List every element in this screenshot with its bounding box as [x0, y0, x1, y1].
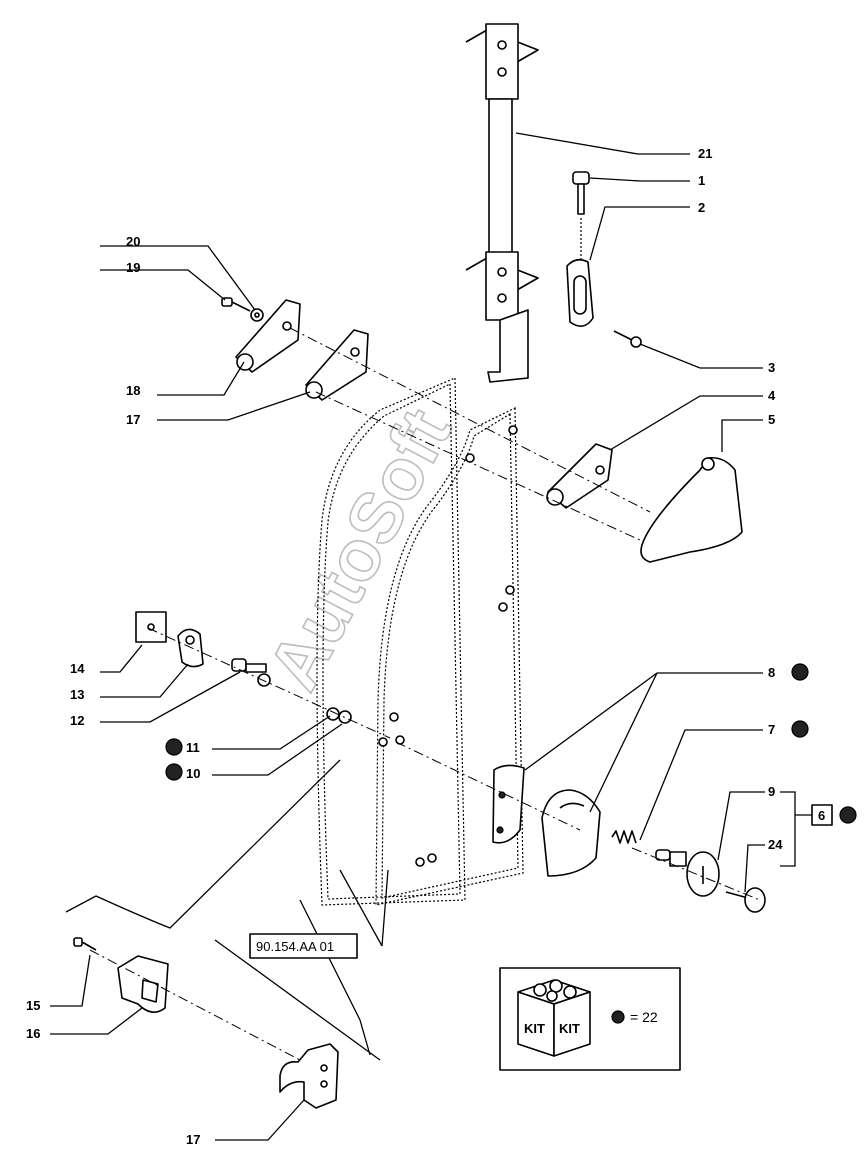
watermark-text: AutoSoft [253, 397, 466, 703]
hinge-plate-19 [235, 299, 301, 373]
catch-13 [177, 628, 204, 668]
leader-lines [50, 132, 812, 1141]
pad-14 [135, 611, 167, 643]
handle-8 [541, 789, 601, 877]
part-label-7: 7 [768, 722, 775, 737]
part-label-9: 9 [768, 784, 775, 799]
kit-legend-dot [611, 1010, 625, 1024]
part-label-6-box: 6 [811, 804, 833, 826]
part-label-8: 8 [768, 665, 775, 680]
part-label-13: 13 [70, 687, 84, 702]
reference-code: 90.154.AA 01 [256, 939, 334, 954]
cab-outline [65, 759, 381, 1061]
bracket-17 [279, 1043, 339, 1109]
part-label-15: 15 [26, 998, 40, 1013]
screw-21 [221, 297, 251, 312]
kit-box-text-right: KIT [559, 1021, 580, 1036]
part-label-11: 11 [186, 740, 200, 755]
washer-10 [338, 710, 352, 724]
part-label-20: 20 [126, 234, 140, 249]
part-labels: 21 1 2 3 4 5 8 7 9 24 20 19 18 17 14 13 … [26, 146, 783, 1147]
part-label-5: 5 [768, 412, 775, 427]
part-label-2: 2 [698, 200, 705, 215]
part-label-1: 1 [698, 173, 705, 188]
part-label-16: 16 [26, 1026, 40, 1041]
kit-marker-10 [165, 763, 183, 781]
kit-markers [165, 663, 857, 824]
part-label-21: 19 [126, 260, 140, 275]
kit-marker-7 [791, 720, 809, 738]
kit-marker-6 [839, 806, 857, 824]
part-label-24: 24 [768, 837, 783, 852]
kit-marker-8 [791, 663, 809, 681]
screw-15 [73, 937, 97, 951]
screw-3 [613, 330, 642, 348]
spring-7 [611, 830, 637, 844]
part-label-17: 17 [186, 1132, 200, 1147]
assembly-axes [89, 327, 761, 1061]
hinge-2 [566, 218, 594, 327]
part-label-14: 14 [70, 661, 85, 676]
kit-box-icon: KIT KIT [517, 979, 591, 1057]
kit-box-text-left: KIT [524, 1021, 545, 1036]
part-label-3: 3 [768, 360, 775, 375]
pin-12 [231, 658, 271, 687]
key-24 [725, 887, 766, 913]
pillar-bracket-23 [465, 23, 539, 383]
reference-code-box: 90.154.AA 01 [249, 933, 358, 959]
handle-plate-8 [492, 764, 525, 844]
lock-cylinder-9 [655, 849, 720, 897]
part-label-10: 10 [186, 766, 200, 781]
part-label-19: 18 [126, 383, 140, 398]
part-label-12: 12 [70, 713, 84, 728]
bolt-1 [572, 171, 590, 215]
hinge-cover-5 [640, 456, 743, 563]
part-label-6: 6 [818, 808, 825, 823]
kit-legend: KIT KIT = 22 [499, 967, 681, 1071]
hinge-plate-18 [305, 329, 369, 401]
kit-marker-11 [165, 738, 183, 756]
striker-16 [117, 955, 169, 1013]
part-label-18: 17 [126, 412, 140, 427]
washer-20 [250, 308, 264, 322]
part-label-23: 21 [698, 146, 712, 161]
part-label-4: 4 [768, 388, 776, 403]
kit-legend-equals: = 22 [630, 1009, 658, 1025]
